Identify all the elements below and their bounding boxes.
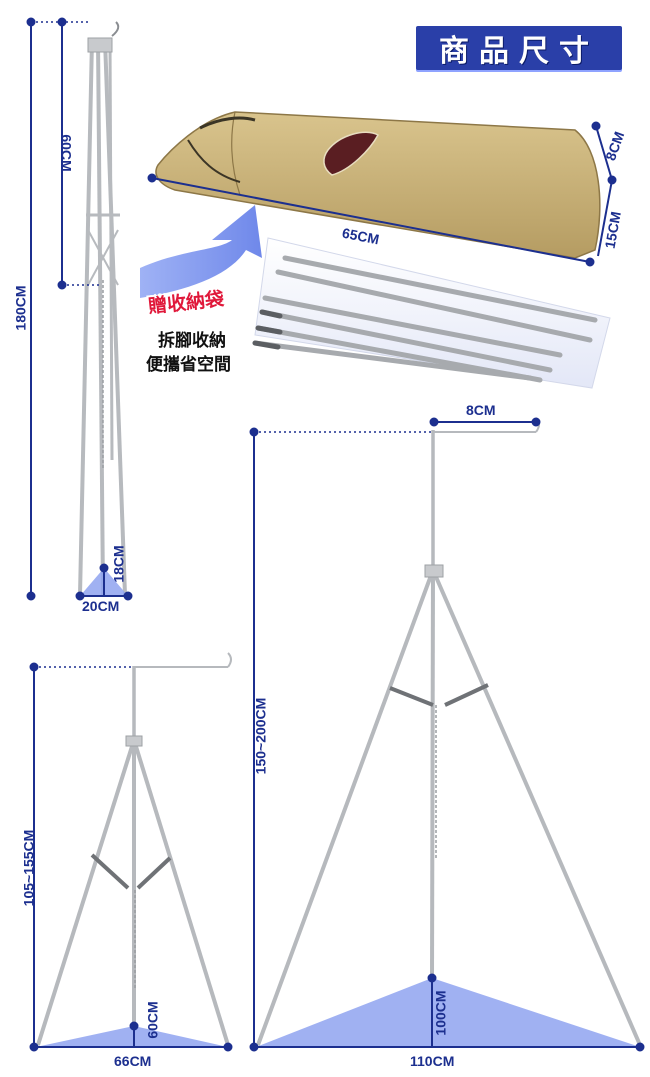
title-badge: 商品尺寸 xyxy=(416,26,622,70)
page-title: 商品尺寸 xyxy=(439,34,599,69)
dim-short-height: 105~155CM xyxy=(20,829,37,907)
dim-tall-base-height: 100CM xyxy=(432,990,449,1036)
bag-dimension-lines xyxy=(147,121,617,267)
carry-bag xyxy=(155,111,601,259)
dim-tall-height: 150~200CM xyxy=(252,697,269,775)
dim-short-base-height: 60CM xyxy=(144,1001,161,1039)
tall-tripod xyxy=(256,417,642,1046)
caption-line-2: 便攜省空間 xyxy=(146,355,231,375)
short-tripod xyxy=(36,652,232,1046)
dim-tall-hook: 8CM xyxy=(466,402,496,418)
dim-folded-top: 60CM xyxy=(58,134,75,172)
dim-folded-height: 180CM xyxy=(12,285,29,331)
short-dimension-lines xyxy=(29,662,233,1052)
dim-short-base-width: 66CM xyxy=(114,1053,152,1069)
dim-tall-base-width: 110CM xyxy=(410,1053,455,1069)
folded-dimension-lines xyxy=(26,17,133,601)
curved-arrow xyxy=(140,205,262,298)
tall-dimension-lines xyxy=(249,417,645,1052)
disassembled-panel xyxy=(252,237,611,389)
dim-folded-base-height: 18CM xyxy=(110,545,127,583)
caption-line-1: 拆腳收納 xyxy=(158,331,226,351)
folded-tripod xyxy=(78,21,127,596)
dim-folded-base-width: 20CM xyxy=(82,598,120,614)
